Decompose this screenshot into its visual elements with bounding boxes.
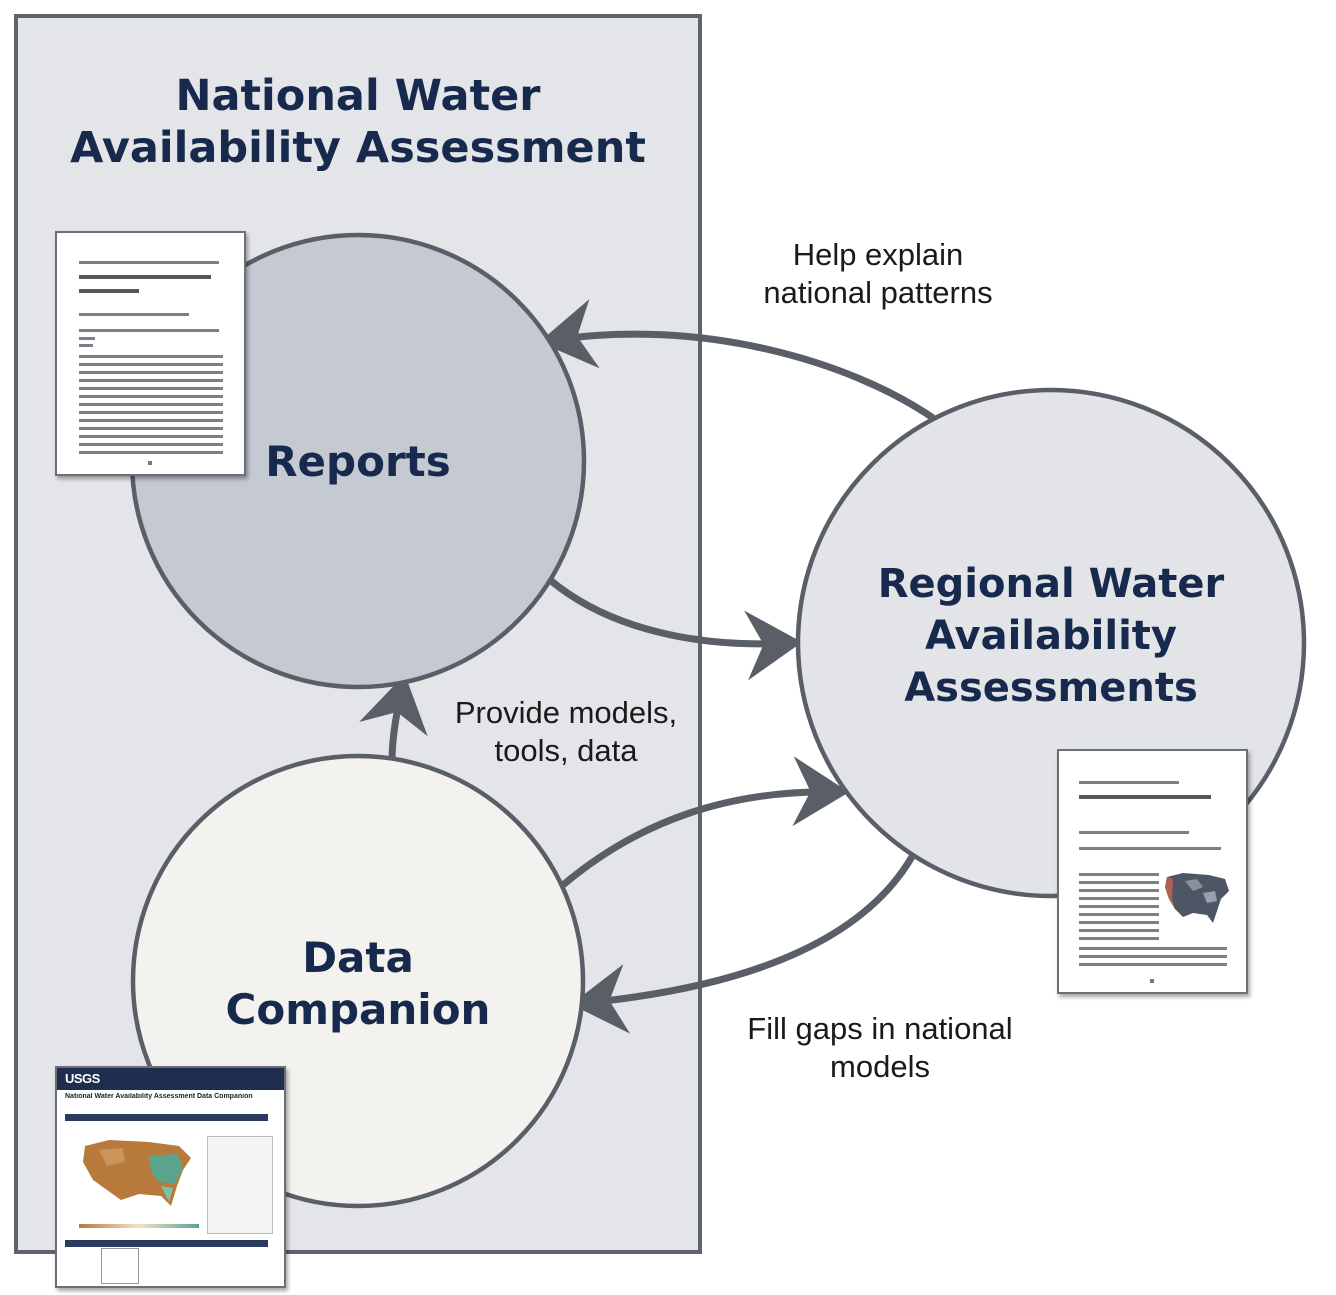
arrow-reports-to-regional [547,577,802,681]
data-companion-label: Data Companion [208,932,508,1036]
nwaa-title-line1: National Water [175,71,541,121]
provide-models-line1: Provide models, [454,695,678,730]
regional-label-line3: Assessments [904,665,1198,711]
us-map-icon [83,1140,191,1206]
data-companion-label-line1: Data [302,933,414,982]
nwaa-title-line2: Availability Assessment [70,123,646,173]
provide-models-label: Provide models, tools, data [426,694,706,770]
arrow-regional-to-datacompanion [571,853,917,1034]
help-explain-label: Help explain national patterns [728,236,1028,312]
usgs-header-bar: USGS [57,1068,284,1090]
data-companion-page-heading: National Water Availability Assessment D… [65,1093,253,1100]
report-page-thumbnail [55,231,246,476]
data-companion-page-thumbnail: USGS National Water Availability Assessm… [55,1066,286,1288]
regional-label-line1: Regional Water [877,561,1225,607]
regional-report-page-thumbnail [1057,749,1248,994]
regional-label-line2: Availability [925,613,1177,659]
arrow-datacompanion-to-reports [359,674,428,763]
help-explain-line1: Help explain [792,237,964,272]
fill-gaps-label: Fill gaps in national models [720,1010,1040,1086]
map-thumbnail [1165,873,1229,923]
fill-gaps-line2: models [830,1049,930,1084]
arrow-datacompanion-to-regional [560,756,849,888]
reports-label: Reports [265,437,451,486]
nwaa-title: National Water Availability Assessment [16,70,700,174]
help-explain-line2: national patterns [763,275,993,310]
arrow-regional-to-reports [539,299,939,423]
usgs-logo: USGS [65,1071,100,1086]
provide-models-line2: tools, data [494,733,638,768]
regional-label: Regional Water Availability Assessments [851,558,1251,714]
fill-gaps-line1: Fill gaps in national [747,1011,1013,1046]
data-companion-label-line2: Companion [225,985,491,1034]
